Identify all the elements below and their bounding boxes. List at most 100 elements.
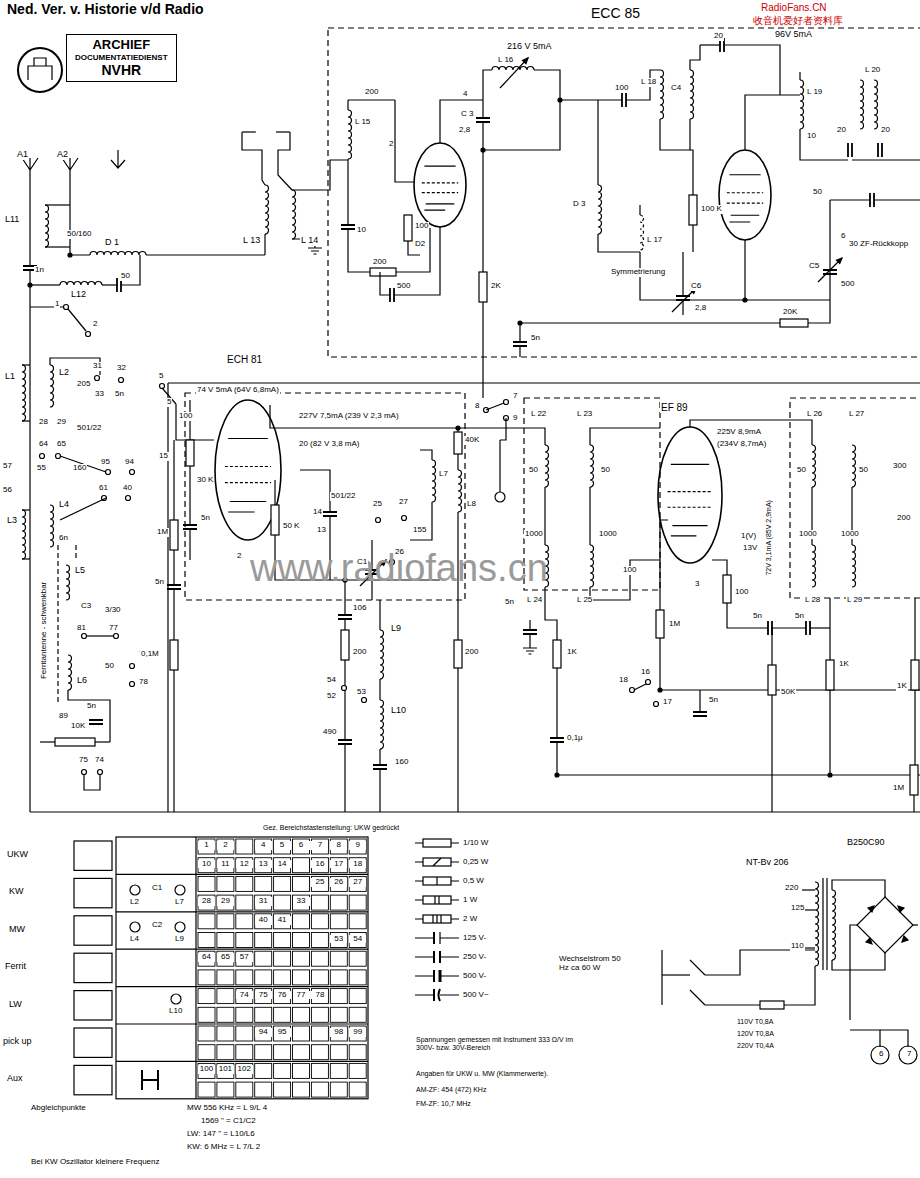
switch-cell-number: 6 [293, 841, 310, 850]
switch-contact [64, 305, 69, 310]
wire [799, 72, 800, 80]
switch-cell-number: 101 [217, 1065, 234, 1074]
switch-cell-number: 102 [236, 1065, 253, 1074]
schematic-label: 5 [158, 372, 164, 381]
mains-switch [690, 950, 815, 1005]
schematic-label: 50 [600, 466, 611, 475]
switch-contact [114, 634, 119, 639]
wire [379, 679, 380, 700]
switch-cell [274, 933, 291, 948]
wire [598, 234, 640, 252]
legend-item: 0,25 W [415, 855, 488, 869]
switch-cell-number: 76 [274, 991, 291, 1000]
tube-envelope [414, 143, 466, 227]
coil-symbol [660, 70, 664, 119]
push-button [74, 841, 112, 870]
schematic-label: C6 [690, 282, 702, 291]
schematic-label: L5 [74, 566, 86, 576]
switch-cell [274, 1082, 291, 1097]
wire [639, 205, 640, 215]
diode-symbol [866, 906, 908, 944]
switch-cell-number: 99 [349, 1028, 366, 1037]
switch-cell-number: 77 [293, 991, 310, 1000]
legend-text: 1 W [463, 896, 477, 905]
switch-contact [95, 376, 100, 381]
trimmer-symbol [175, 885, 185, 895]
push-button [74, 878, 112, 907]
schematic-label: 200 [464, 648, 479, 657]
tube-grid [727, 193, 763, 203]
legend-text: 500 V~ [463, 991, 489, 1000]
capacitor-symbol [476, 118, 490, 122]
schematic-label: (234V 8,7mA) [716, 440, 767, 449]
schematic-label: L 23 [576, 410, 593, 419]
switch-cell [330, 895, 347, 910]
wire [545, 587, 557, 640]
ground-symbol [308, 248, 322, 254]
coil-symbol [800, 80, 804, 129]
schematic-label: 20 [713, 32, 724, 41]
capacitor-symbol [848, 143, 852, 157]
coil-symbol [545, 445, 549, 487]
switch-contact [119, 378, 124, 383]
schematic-label: L6 [76, 676, 88, 686]
switch-cell [217, 1082, 234, 1097]
schematic-label: 5n [114, 390, 125, 399]
switch-cell [311, 1026, 328, 1041]
schematic-label: 50K [780, 688, 796, 697]
wire [116, 1023, 368, 1024]
legend-text: 250 V- [463, 953, 486, 962]
wire [167, 383, 168, 812]
wire [727, 603, 768, 628]
switch-cell [349, 876, 366, 891]
wire [348, 99, 395, 100]
switch-cell [311, 914, 328, 929]
schematic-label: C3 [80, 602, 92, 611]
wire [790, 420, 812, 445]
schematic-label: 2 [388, 140, 394, 149]
wire [22, 558, 30, 559]
coil-symbol [68, 655, 72, 690]
wire [519, 346, 520, 357]
wire [520, 322, 780, 323]
switch-cell [198, 858, 215, 873]
wire [590, 520, 668, 600]
schematic-label: 5n [752, 612, 763, 621]
schematic-label: 1K [566, 648, 578, 657]
schematic-label: 160 [394, 758, 409, 767]
switch-cell [349, 970, 366, 985]
switch-cell [330, 933, 347, 948]
coil-symbol [50, 365, 54, 407]
switch-cell [236, 970, 253, 985]
switch-cell [198, 951, 215, 966]
coil-symbol [874, 80, 878, 129]
switch-cell [311, 951, 328, 966]
switch-cell [330, 1045, 347, 1060]
coil-symbol [380, 630, 384, 679]
schematic-label: L8 [466, 500, 477, 509]
schematic-label: Wechselstrom 50 Hz ca 60 W [558, 955, 630, 973]
wire [173, 550, 174, 585]
resistor-symbol [479, 272, 487, 302]
switch-contact [130, 682, 135, 687]
schematic-label: C1 [151, 884, 163, 893]
schematic-label: 220 [784, 884, 799, 893]
schematic-label: 1M [156, 528, 169, 537]
wire [560, 99, 622, 100]
schematic-label: 5n [504, 598, 515, 607]
resistor-symbol [780, 319, 808, 327]
wire [500, 418, 506, 440]
wire [724, 45, 780, 95]
schematic-label: 1n [34, 266, 45, 275]
junction-dot [518, 321, 522, 325]
schematic-label: 50 [796, 466, 807, 475]
switch-cell [311, 839, 328, 854]
switch-cell-number: 2 [217, 841, 234, 850]
wire [634, 684, 646, 690]
schematic-label: 收音机爱好者资料库 [752, 15, 844, 26]
switch-cell [217, 914, 234, 929]
schematic-label: 2,8 [458, 126, 471, 135]
wire [189, 529, 190, 560]
legend-text: 500 V- [463, 972, 486, 981]
wire [22, 509, 30, 510]
